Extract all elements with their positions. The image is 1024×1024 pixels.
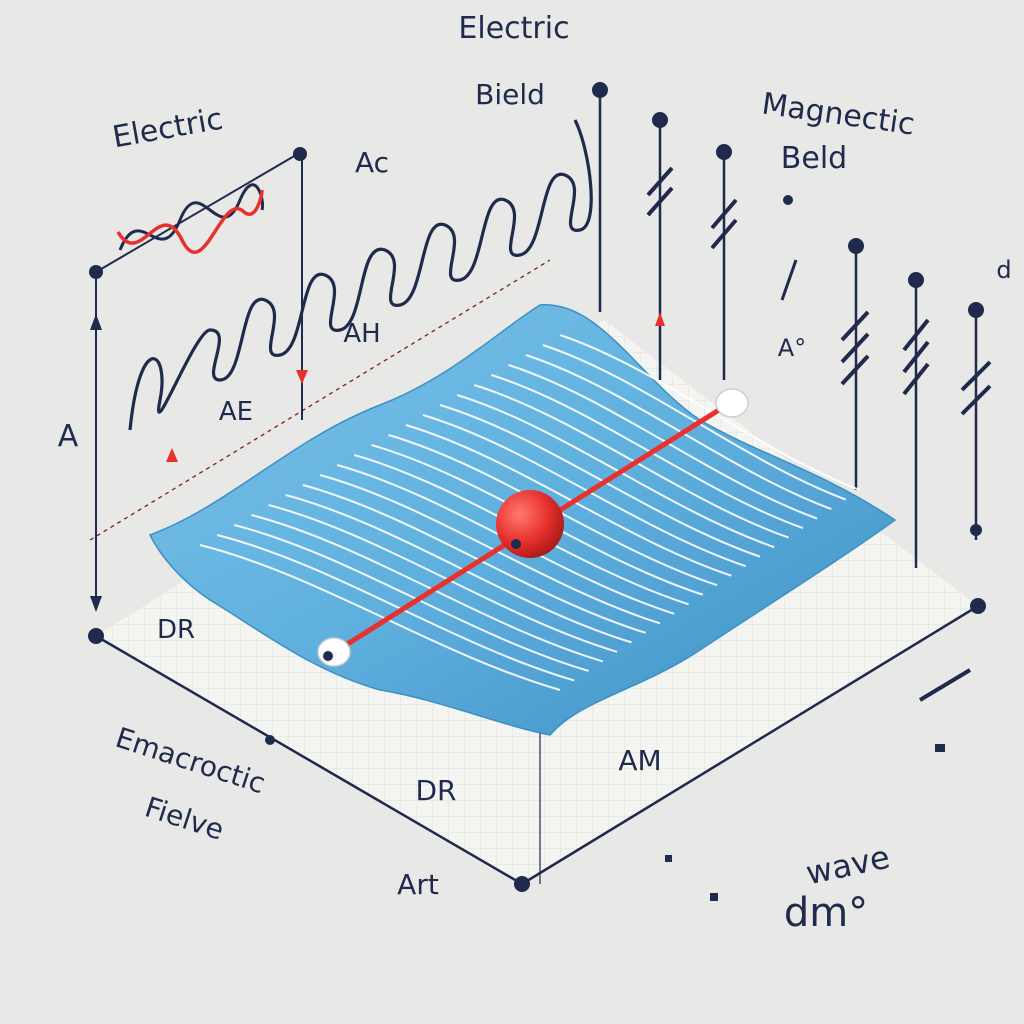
rod-end-cap-right xyxy=(715,388,749,418)
oscillator-rod xyxy=(317,388,749,667)
label-dr-left: DR xyxy=(157,615,195,645)
label-ah: AH xyxy=(343,319,380,349)
wave-ripple-line xyxy=(525,354,832,510)
label-ac: Ac xyxy=(355,146,389,179)
charge-ball xyxy=(496,490,564,558)
label-a: A xyxy=(58,419,79,454)
dashed-guide-line xyxy=(89,259,551,541)
field-poles xyxy=(166,82,992,901)
wave-ripple-line xyxy=(319,474,661,625)
arrow-up-icon xyxy=(90,314,102,330)
amplitude-axis xyxy=(89,147,307,612)
wave-ripple-line xyxy=(285,494,632,644)
wave-ripple-line xyxy=(216,534,575,682)
label-beld: Beld xyxy=(781,141,847,176)
wave-ripple-line xyxy=(542,344,847,501)
wave-ripple-line xyxy=(439,404,761,558)
label-fielve: Fielve xyxy=(141,790,228,846)
wave-ripple-line xyxy=(234,524,589,672)
wave-ripple-line xyxy=(268,504,618,653)
label-am: AM xyxy=(618,744,661,777)
wave-ripple-line xyxy=(302,484,647,634)
rod-end-cap-left xyxy=(317,637,351,667)
label-a-deg: A° xyxy=(778,334,806,362)
floor-edge-front-left xyxy=(95,634,523,886)
label-electric-top: Electric xyxy=(458,11,569,46)
wave-ripple-line xyxy=(422,414,747,568)
wave-ripple-line xyxy=(473,384,789,539)
wave-ripple-line xyxy=(508,364,818,520)
label-ae: AE xyxy=(219,397,253,427)
floor-edge-front-right xyxy=(521,604,979,886)
wave-ripple-line xyxy=(456,394,775,549)
label-d: d xyxy=(996,256,1011,284)
arrow-down-icon xyxy=(90,596,102,612)
corner-dot-left xyxy=(88,628,104,644)
label-dm: dm° xyxy=(784,890,868,936)
label-magnectic: Magnectic xyxy=(760,86,917,142)
label-bield: Bield xyxy=(475,78,545,111)
label-electric-left: Electric xyxy=(110,102,226,156)
electric-helix-small xyxy=(116,183,265,254)
label-dr-bottom: DR xyxy=(415,774,456,807)
label-emacroctic: Emacroctic xyxy=(112,721,270,800)
wave-ripple-line xyxy=(491,374,804,530)
floor-dot xyxy=(265,735,275,745)
corner-dot-right xyxy=(970,598,986,614)
wave-ripple-line xyxy=(405,424,732,577)
wave-ripple-line xyxy=(559,334,861,491)
label-wave: wave xyxy=(803,838,893,893)
wave-ripple-line xyxy=(251,514,604,663)
corner-dot-bottom xyxy=(514,876,530,892)
magnetic-coil xyxy=(128,119,593,431)
wave-ripple-line xyxy=(199,544,561,691)
label-art: Art xyxy=(397,868,439,901)
